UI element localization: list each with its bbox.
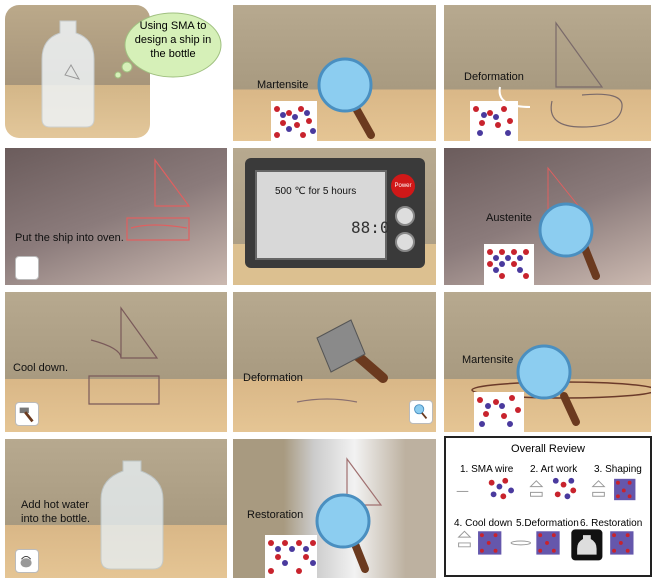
lattice-6 (610, 531, 634, 555)
panel-overall-review: Overall Review 1. SMA wire 2. Art work 3… (444, 436, 652, 577)
wire-ship (88, 306, 160, 405)
oven-window (255, 170, 387, 260)
power-button[interactable]: Power (391, 174, 415, 198)
hammer-illustration (296, 319, 388, 403)
cool-down-label: Cool down. (13, 362, 69, 374)
lattice-1 (488, 477, 514, 500)
martensite-label-2: Martensite (462, 354, 514, 366)
deformation-label: Deformation (464, 71, 524, 83)
kettle-button[interactable] (15, 549, 39, 573)
lattice-5 (536, 531, 560, 555)
restoration-label: Restoration (247, 509, 304, 521)
panel-restoration: Restoration (233, 439, 436, 578)
panel-oven: 500 ℃ for 5 hours 88:0 Power (233, 148, 436, 285)
hot-water-label-line2: into the bottle. (21, 513, 91, 525)
step-button[interactable] (15, 256, 39, 280)
hammer-icon (19, 407, 34, 423)
magnifier-icon (484, 166, 600, 285)
panel-oven-insert: Put the ship into oven. (5, 148, 227, 285)
panel-intro: Using SMA to design a ship in the bottle (5, 5, 225, 138)
magnifier-icon (265, 457, 383, 578)
thought-bubble-icon (114, 12, 222, 79)
oven-setting-text: 500 ℃ for 5 hours (275, 186, 357, 197)
wire-ship-in-oven (126, 158, 191, 241)
review-step-1: 1. SMA wire (460, 464, 514, 475)
deformation-label-2: Deformation (243, 372, 303, 384)
lattice-4 (478, 531, 502, 555)
review-illustrations (456, 477, 636, 561)
panel-deformation-2: Deformation (233, 292, 436, 432)
bottle-illustration (100, 460, 164, 570)
thought-bubble-text: Using SMA to design a ship in the bottle (134, 20, 212, 60)
hammer-button[interactable] (15, 402, 39, 426)
panel-deformation-1: Deformation (444, 5, 651, 141)
panel-austenite: Austenite (444, 148, 651, 285)
bottle-illustration (41, 20, 95, 128)
panel-martensite-2: Martensite (444, 292, 651, 432)
panel-martensite-1: Martensite (233, 5, 436, 141)
martensite-label: Martensite (257, 79, 309, 91)
oven-knob-top[interactable] (395, 206, 415, 226)
panel-hot-water: Add hot water into the bottle. (5, 439, 227, 578)
review-title: Overall Review (511, 443, 585, 455)
review-step-4: 4. Cool down (454, 518, 513, 529)
magnifier-button[interactable] (409, 400, 433, 424)
review-step-5: 5.Deformation (516, 518, 579, 529)
austenite-label: Austenite (486, 212, 532, 224)
hot-water-label-line1: Add hot water (21, 499, 89, 511)
oven-display: 88:0 (351, 218, 390, 237)
magnifier-icon (271, 57, 375, 141)
kettle-icon (20, 555, 32, 568)
lattice-2 (552, 477, 577, 500)
wire-ship-deformed (470, 21, 623, 141)
review-step-2: 2. Art work (530, 464, 578, 475)
oven-knob-bottom[interactable] (395, 232, 415, 252)
oven-insert-label: Put the ship into oven. (15, 232, 124, 244)
panel-cool-down: Cool down. (5, 292, 227, 432)
lattice-3 (614, 478, 636, 501)
magnifier-icon (471, 344, 651, 432)
magnifier-small-icon (414, 404, 428, 420)
review-step-3: 3. Shaping (594, 464, 642, 475)
review-step-6: 6. Restoration (580, 518, 643, 529)
